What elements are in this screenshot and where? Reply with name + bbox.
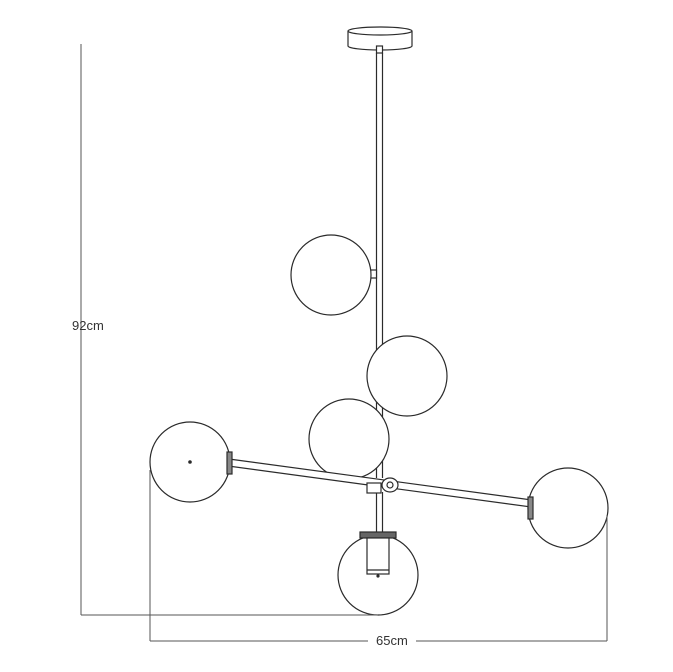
height-dimension-line (80, 44, 378, 616)
height-dimension-label: 92cm (72, 318, 104, 333)
width-dimension-label: 65cm (376, 633, 408, 648)
ceiling-canopy (347, 26, 413, 54)
globe-upper-left (290, 234, 372, 316)
globe-bottom (337, 531, 419, 616)
globe-left (149, 421, 233, 503)
globe-upper-right (366, 335, 448, 417)
cross-arm (227, 458, 533, 508)
globe-right (527, 467, 609, 549)
globe-middle (308, 398, 390, 480)
width-dimension-line (149, 470, 608, 642)
